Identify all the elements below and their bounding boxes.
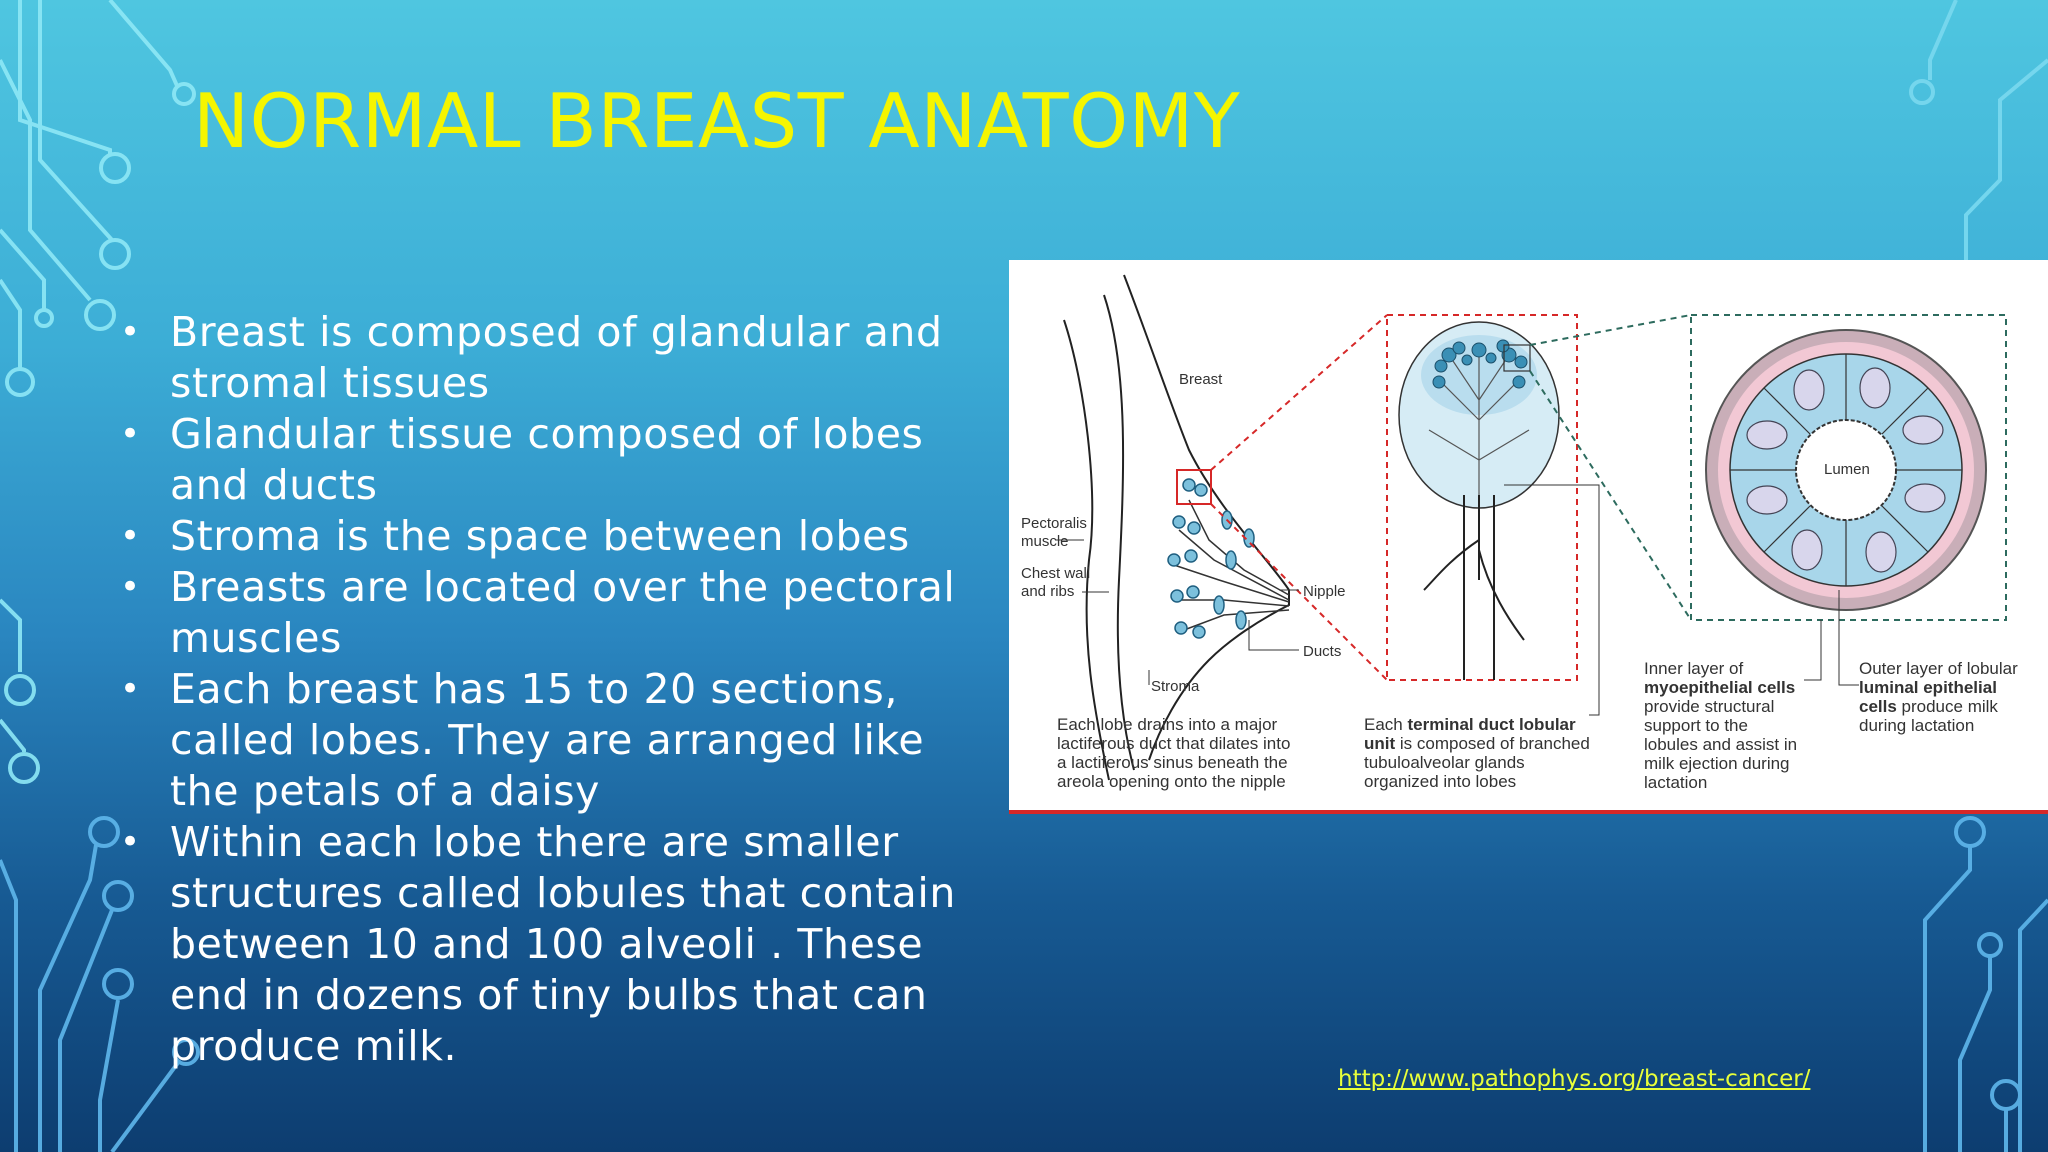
caption-mid: organized into lobes [1364, 772, 1516, 791]
label-pectoralis: Pectoralis [1021, 515, 1087, 532]
label-lumen: Lumen [1824, 461, 1870, 478]
label-chest-wall: Chest wall [1021, 565, 1090, 582]
caption-left: Each lobe drains into a major [1057, 715, 1278, 734]
caption-left: a lactiferous sinus beneath the [1057, 753, 1288, 772]
label-ducts: Ducts [1303, 643, 1341, 660]
bullet-item: Breast is composed of glandular and stro… [120, 307, 1005, 409]
breast-anatomy-figure: Breast Pectoralis muscle Chest wall and … [1009, 260, 2048, 814]
label-stroma: Stroma [1151, 678, 1200, 695]
caption-outer-layer: luminal epithelial [1859, 678, 1997, 697]
caption-inner-layer: provide structural [1644, 697, 1774, 716]
caption-outer-layer: Outer layer of lobular [1859, 659, 2018, 678]
caption-left: lactiferous duct that dilates into [1057, 734, 1290, 753]
label-chest-wall: and ribs [1021, 583, 1074, 600]
caption-inner-layer: milk ejection during [1644, 754, 1790, 773]
bullet-item: Breasts are located over the pectoral mu… [120, 562, 1005, 664]
bullet-item: Glandular tissue composed of lobes and d… [120, 409, 1005, 511]
source-link[interactable]: http://www.pathophys.org/breast-cancer/ [1338, 1066, 1811, 1092]
caption-outer-layer: during lactation [1859, 716, 1974, 735]
bullet-item: Within each lobe there are smaller struc… [120, 817, 1005, 1072]
slide-title: NORMAL BREAST ANATOMY [193, 77, 1241, 165]
caption-inner-layer: support to the [1644, 716, 1748, 735]
bullet-item: Each breast has 15 to 20 sections, calle… [120, 664, 1005, 817]
caption-inner-layer: Inner layer of [1644, 659, 1743, 678]
caption-mid: tubuloalveolar glands [1364, 753, 1525, 772]
label-nipple: Nipple [1303, 583, 1346, 600]
caption-mid: Each terminal duct lobular [1364, 715, 1576, 734]
bullet-item: Stroma is the space between lobes [120, 511, 1005, 562]
label-breast: Breast [1179, 371, 1223, 388]
caption-inner-layer: lobules and assist in [1644, 735, 1797, 754]
caption-mid: unit is composed of branched [1364, 734, 1590, 753]
bullet-list: Breast is composed of glandular and stro… [120, 307, 1005, 1072]
label-pectoralis: muscle [1021, 533, 1069, 550]
caption-inner-layer: myoepithelial cells [1644, 678, 1795, 697]
caption-inner-layer: lactation [1644, 773, 1707, 792]
caption-outer-layer: cells produce milk [1859, 697, 1998, 716]
caption-left: areola opening onto the nipple [1057, 772, 1286, 791]
